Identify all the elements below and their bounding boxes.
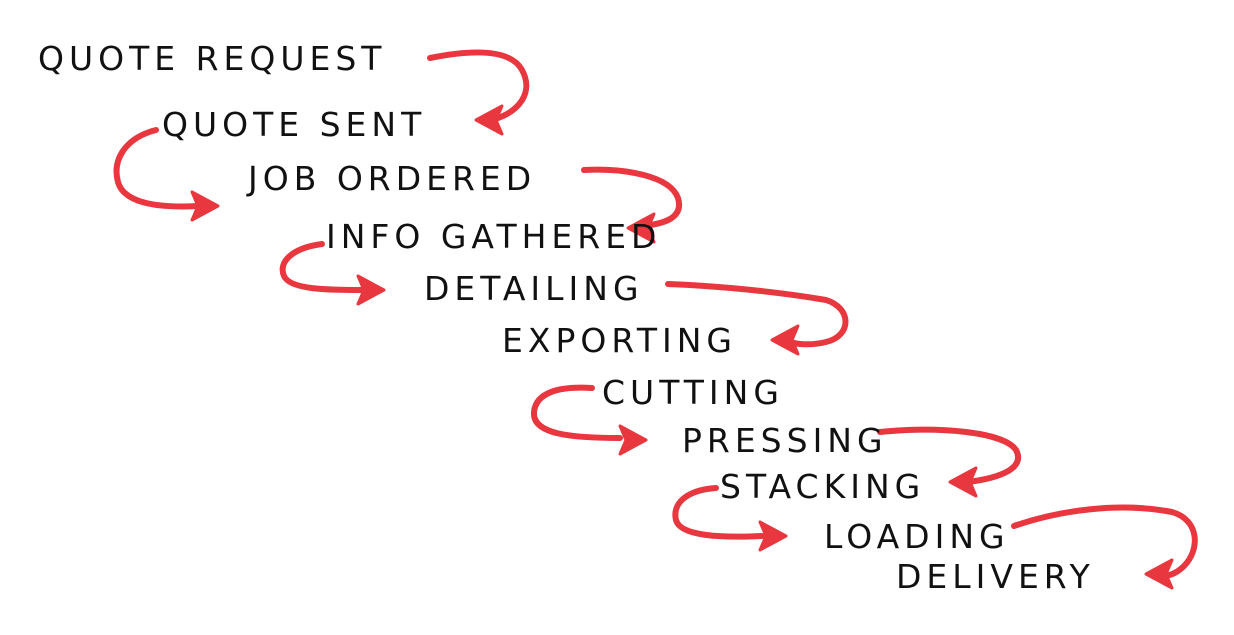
- arrow-line: [279, 241, 365, 293]
- step-quote-request: QUOTE REQUEST: [38, 39, 387, 78]
- arrow-detailing-to-exporting: [665, 281, 849, 356]
- arrow-stacking-to-loading: [672, 485, 788, 552]
- step-stacking: STACKING: [720, 467, 926, 506]
- arrow-line: [1011, 504, 1198, 579]
- arrow-line: [113, 127, 201, 210]
- step-info-gathered: INFO GATHERED: [326, 217, 662, 256]
- step-job-ordered: JOB ORDERED: [248, 159, 537, 198]
- step-detailing: DETAILING: [424, 269, 644, 308]
- arrow-line: [665, 281, 849, 348]
- step-cutting: CUTTING: [602, 373, 784, 412]
- arrow-loading-to-delivery: [1011, 504, 1198, 590]
- arrow-job-ordered-to-info-gathered: [581, 166, 683, 244]
- arrowhead-icon: [948, 466, 978, 498]
- step-exporting: EXPORTING: [502, 321, 738, 360]
- step-loading: LOADING: [824, 517, 1010, 556]
- arrow-quote-request-to-quote-sent: [427, 49, 530, 136]
- arrowhead-icon: [758, 520, 788, 552]
- arrowhead-icon: [618, 424, 648, 456]
- arrow-info-gathered-to-detailing: [279, 241, 386, 306]
- arrow-line: [427, 49, 530, 123]
- arrowhead-icon: [1144, 558, 1174, 590]
- arrow-pressing-to-stacking: [877, 426, 1022, 498]
- arrowhead-icon: [190, 190, 220, 222]
- arrowhead-icon: [626, 212, 656, 244]
- arrowhead-icon: [770, 324, 800, 356]
- arrow-line: [672, 485, 765, 540]
- arrowhead-icon: [356, 274, 386, 306]
- step-pressing: PRESSING: [682, 421, 888, 460]
- step-delivery: DELIVERY: [896, 557, 1095, 596]
- arrow-quote-sent-to-job-ordered: [113, 127, 220, 222]
- arrow-cutting-to-pressing: [531, 384, 648, 456]
- arrowhead-icon: [474, 104, 504, 136]
- arrow-line: [531, 384, 623, 441]
- arrow-line: [877, 426, 1022, 485]
- arrow-line: [581, 166, 683, 229]
- step-quote-sent: QUOTE SENT: [162, 105, 427, 144]
